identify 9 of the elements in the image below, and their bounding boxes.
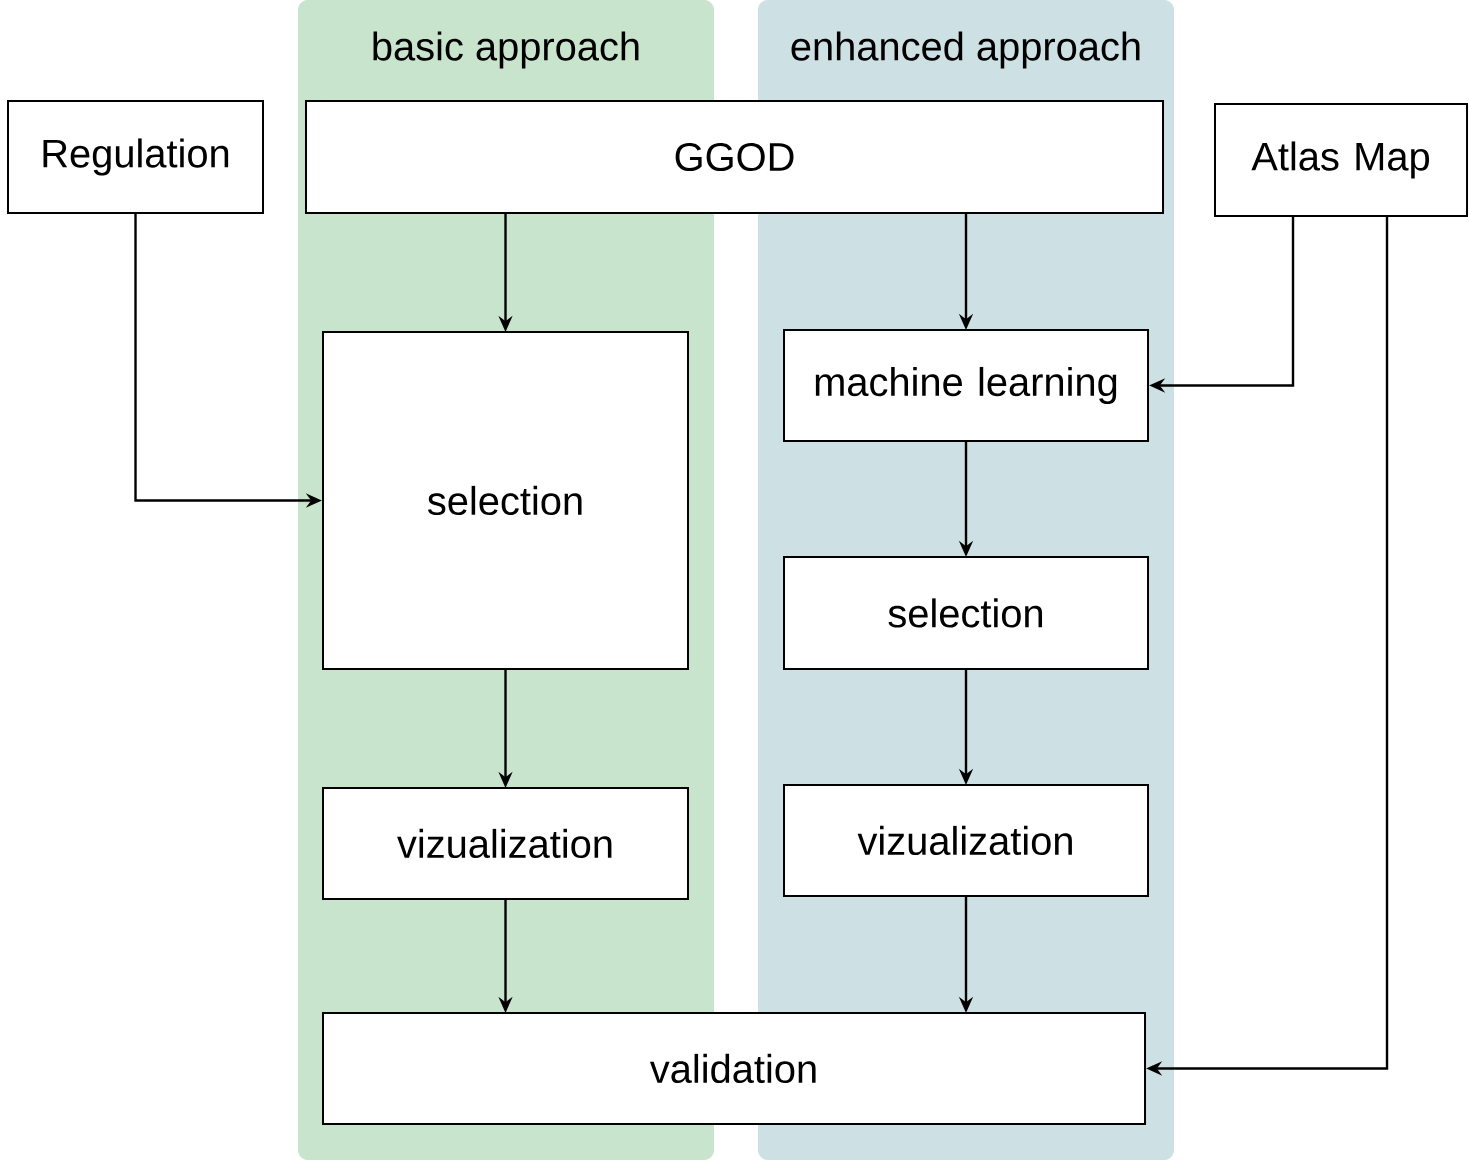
process-box: Atlas Map: [1214, 103, 1468, 217]
process-box: selection: [783, 556, 1149, 670]
process-box: validation: [322, 1012, 1146, 1125]
process-box: selection: [322, 331, 689, 670]
process-box: vizualization: [783, 784, 1149, 897]
process-box: machine learning: [783, 329, 1149, 442]
process-box: GGOD: [305, 100, 1164, 214]
process-box: vizualization: [322, 787, 689, 900]
process-box: Regulation: [7, 100, 264, 214]
